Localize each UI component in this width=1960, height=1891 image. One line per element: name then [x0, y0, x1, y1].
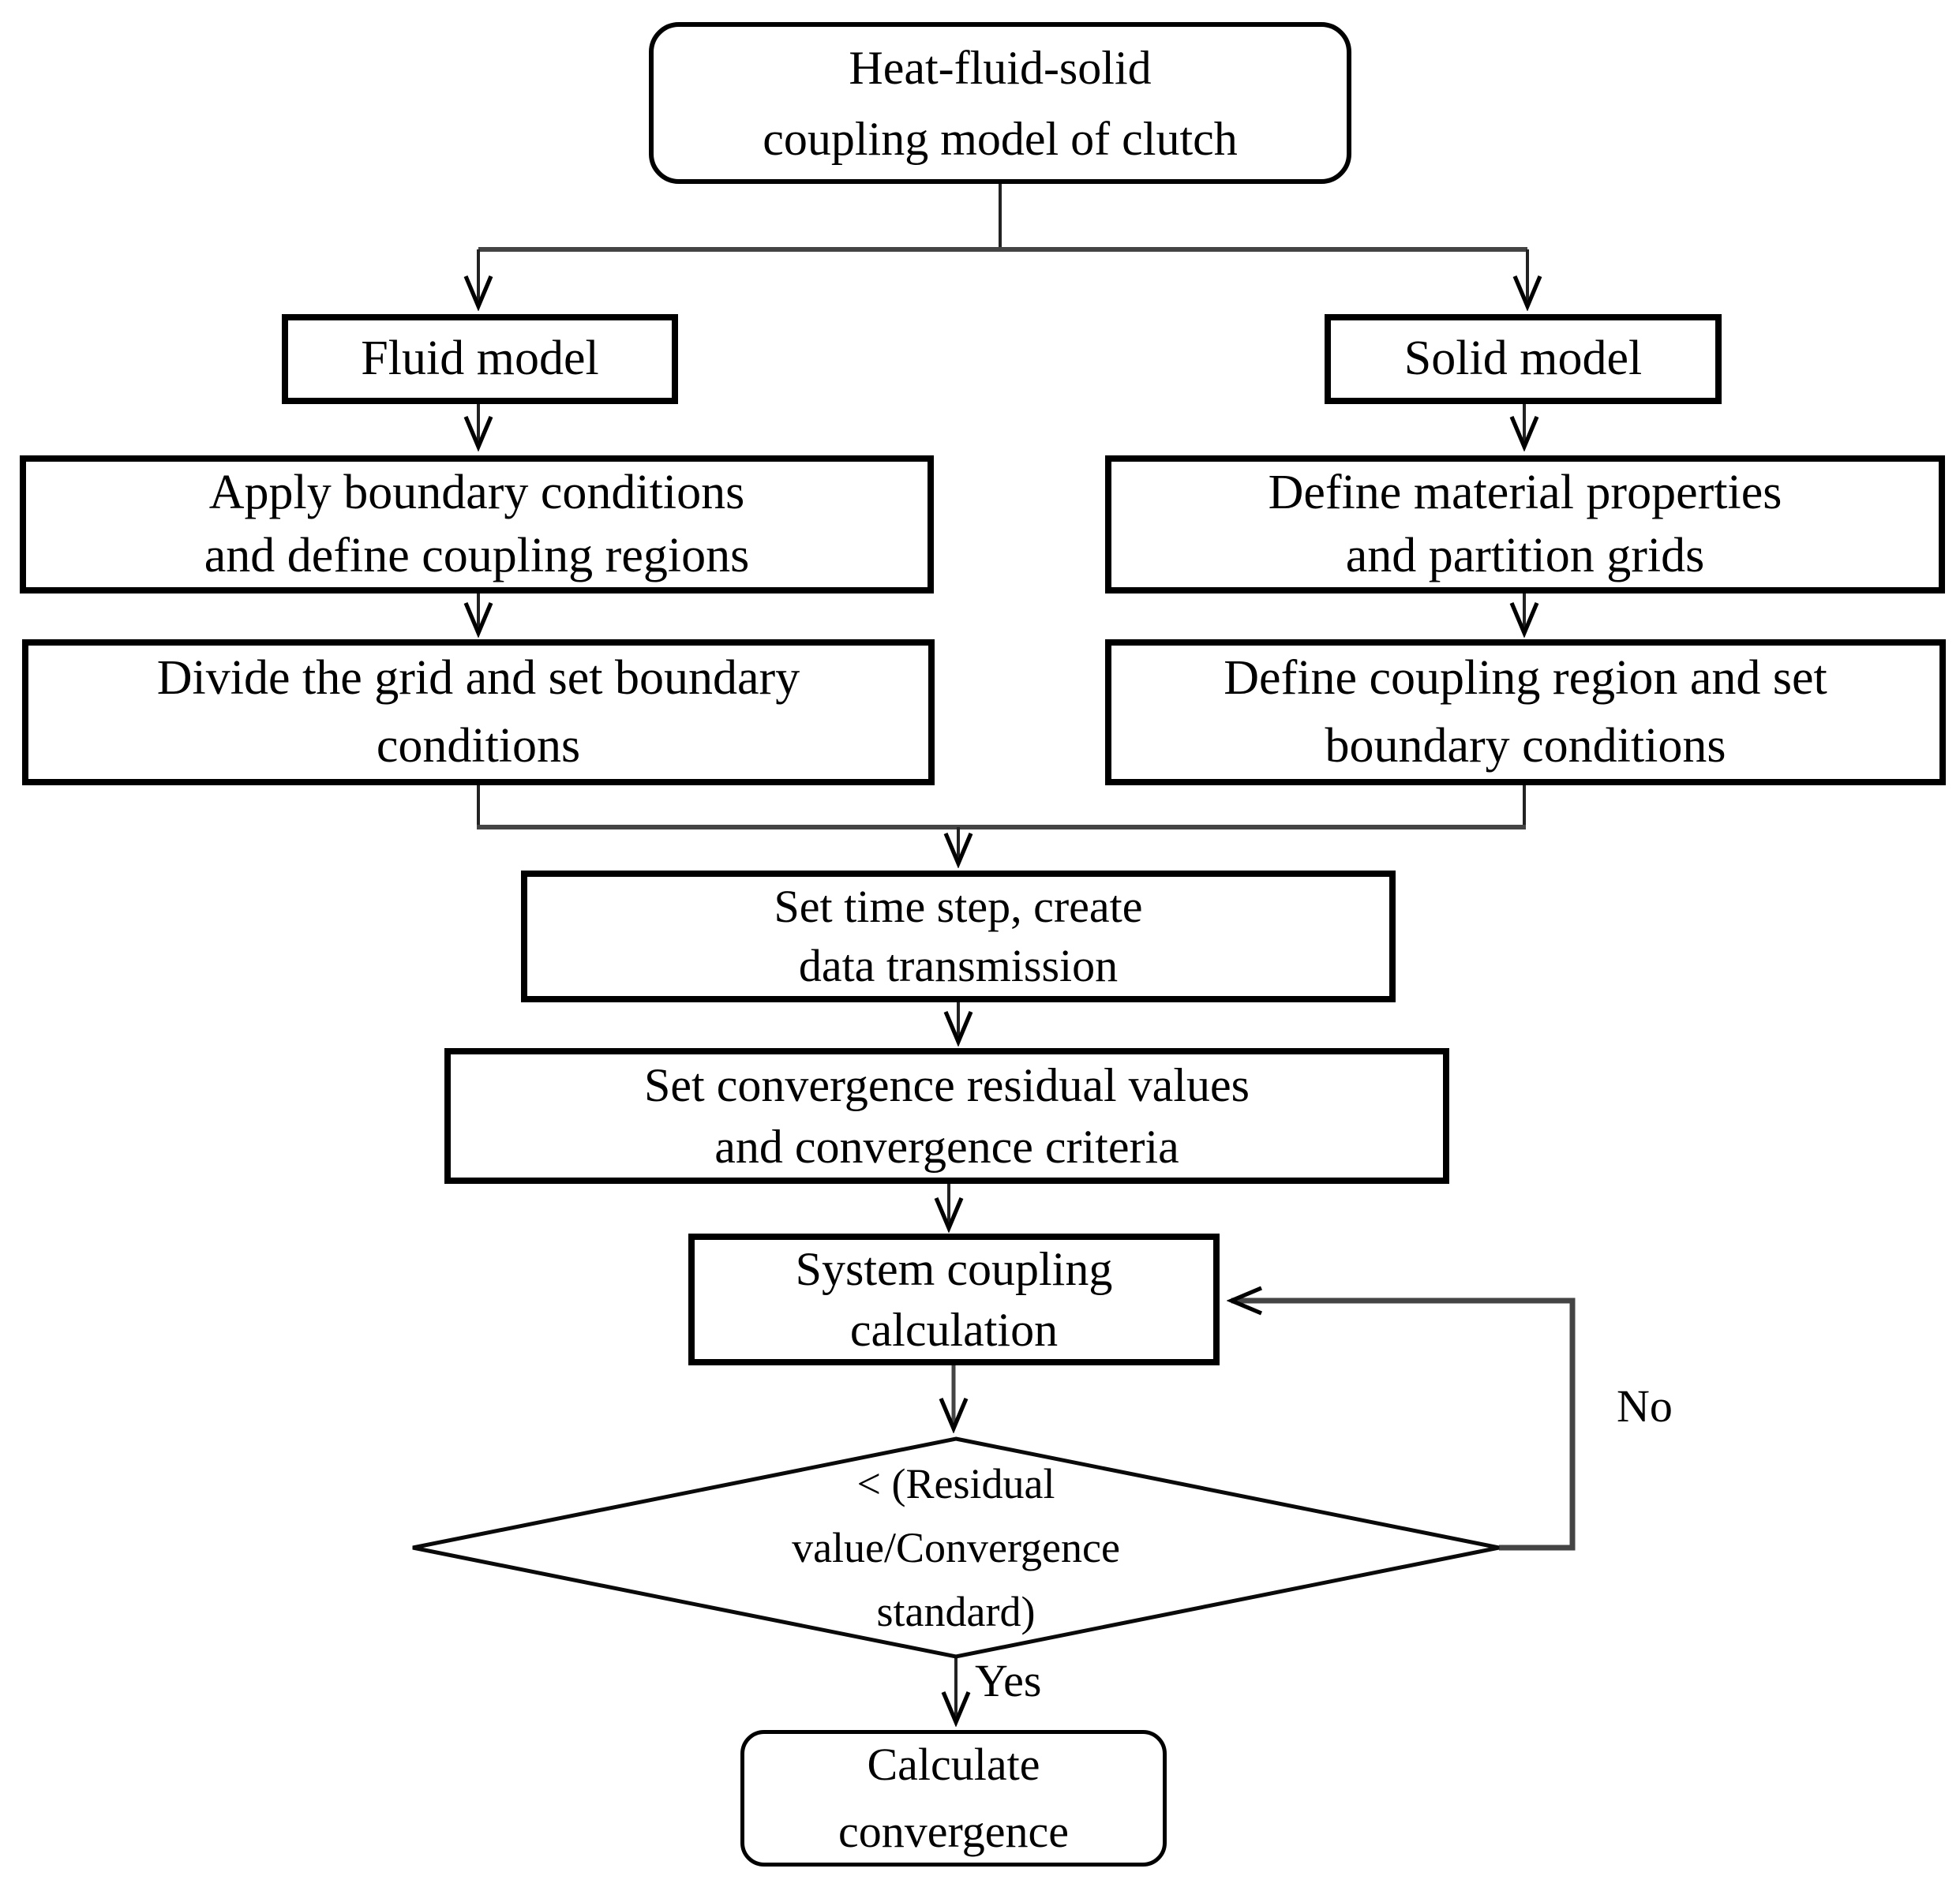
node-solid-model: Solid model — [1325, 314, 1722, 404]
node-start: Heat-fluid-solid coupling model of clutc… — [649, 22, 1351, 184]
node-set-time-step: Set time step, create data transmission — [521, 871, 1396, 1002]
decision-diamond-shape — [412, 1436, 1500, 1659]
node-system-coupling-calculation: System coupling calculation — [688, 1234, 1220, 1365]
node-divide-grid: Divide the grid and set boundary conditi… — [22, 639, 935, 785]
edge-no-loop — [1231, 1301, 1576, 1551]
node-apply-boundary-conditions: Apply boundary conditions and define cou… — [20, 455, 934, 594]
node-fluid-model: Fluid model — [282, 314, 678, 404]
node-define-coupling-region: Define coupling region and set boundary … — [1105, 639, 1946, 785]
node-calculate-convergence: Calculate convergence — [740, 1730, 1167, 1867]
edge-label-no: No — [1617, 1380, 1673, 1432]
edge-label-yes: Yes — [975, 1655, 1042, 1706]
decision-diamond-label: < (Residual value/Convergence standard) — [792, 1459, 1120, 1635]
node-set-convergence-residuals: Set convergence residual values and conv… — [444, 1048, 1449, 1184]
node-define-material-properties: Define material properties and partition… — [1105, 455, 1945, 594]
